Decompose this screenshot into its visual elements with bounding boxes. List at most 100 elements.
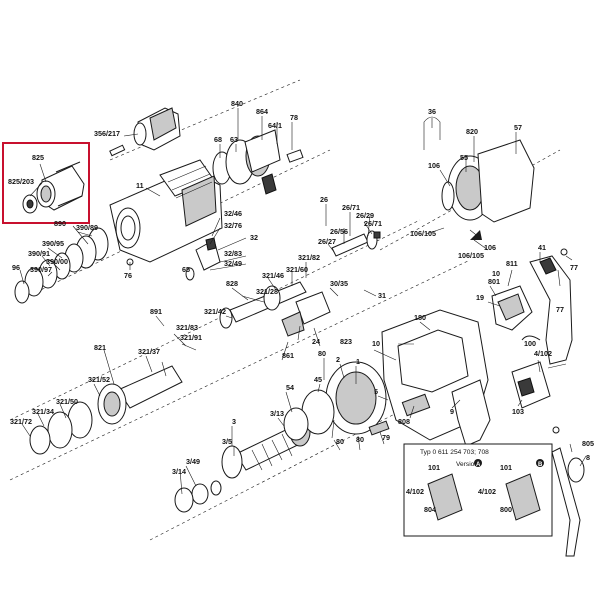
label-821: 821	[94, 343, 106, 352]
gear-assembly-840	[212, 129, 304, 195]
label-106-105-a: 106/105	[410, 229, 436, 238]
chuck-part-825	[22, 161, 85, 214]
label-77-a: 77	[570, 263, 578, 272]
label-26-71: 26/71	[342, 203, 360, 212]
label-825: 825	[32, 153, 44, 162]
label-65: 65	[182, 265, 190, 274]
label-321-82: 321/82	[298, 253, 320, 262]
label-321-34: 321/34	[32, 407, 54, 416]
label-26-56: 26/56	[330, 227, 348, 236]
label-45: 45	[314, 375, 322, 384]
cable-805	[551, 447, 585, 557]
motor-housing-1	[381, 309, 491, 447]
label-11: 11	[136, 181, 144, 190]
label-800: 800	[500, 505, 512, 514]
label-106-b: 106	[484, 243, 496, 252]
ring-stack-890	[14, 227, 109, 304]
label-8: 8	[586, 453, 590, 462]
label-820: 820	[466, 127, 478, 136]
label-41: 41	[538, 243, 546, 252]
label-3-5: 3/5	[222, 437, 232, 446]
lever-group-32	[185, 237, 221, 281]
part-number-labels: 840 864 64/1 78 68 63 356/217 825 825/20…	[8, 99, 594, 514]
label-321-72: 321/72	[10, 417, 32, 426]
leader-lines	[19, 108, 587, 495]
version-caption: Version	[456, 461, 478, 468]
label-36: 36	[428, 107, 436, 116]
sds-chuck-top	[109, 107, 181, 157]
version-b-badge	[536, 459, 544, 467]
label-24: 24	[312, 337, 320, 346]
highlight-box	[2, 142, 90, 224]
label-180: 180	[414, 313, 426, 322]
label-321-91: 321/91	[180, 333, 202, 342]
label-101-b: 101	[500, 463, 512, 472]
label-4-102-b: 4/102	[406, 487, 424, 496]
label-805: 805	[582, 439, 594, 448]
label-825-203: 825/203	[8, 177, 34, 186]
version-b-letter: B	[538, 462, 543, 468]
label-321-60: 321/60	[286, 265, 308, 274]
label-321-83: 321/83	[176, 323, 198, 332]
motor-end-820	[441, 139, 535, 223]
label-861: 861	[282, 351, 294, 360]
gear-housing-11	[109, 159, 223, 263]
label-26: 26	[320, 195, 328, 204]
label-64-1: 64/1	[268, 121, 282, 130]
label-79: 79	[382, 433, 390, 442]
label-390-97: 390/97	[30, 265, 52, 274]
label-78: 78	[290, 113, 298, 122]
label-828: 828	[226, 279, 238, 288]
label-4-102-c: 4/102	[478, 487, 496, 496]
label-4-102: 4/102	[534, 349, 552, 358]
shaft-828	[219, 281, 307, 329]
label-106-105-b: 106/105	[458, 251, 484, 260]
label-390-91: 390/91	[28, 249, 50, 258]
switch-block-801	[491, 285, 533, 331]
label-801: 801	[488, 277, 500, 286]
label-100: 100	[524, 339, 536, 348]
label-80-c: 80	[356, 435, 364, 444]
stator-5	[325, 361, 387, 435]
label-811: 811	[506, 259, 518, 268]
label-68: 68	[214, 135, 222, 144]
label-2: 2	[336, 355, 340, 364]
type-caption: Typ 0 611 254 703; 708	[420, 449, 489, 456]
label-5: 5	[374, 387, 378, 396]
label-76: 76	[124, 271, 132, 280]
label-808: 808	[398, 417, 410, 426]
arrow-pointer	[470, 230, 482, 240]
label-96: 96	[12, 263, 20, 272]
label-3: 3	[232, 417, 236, 426]
label-103: 103	[512, 407, 524, 416]
label-26-71-b: 26/71	[364, 219, 382, 228]
small-parts	[126, 248, 568, 513]
label-10-a: 10	[372, 339, 380, 348]
version-a-letter: A	[476, 462, 481, 468]
handle-41	[529, 255, 573, 365]
fan-45	[283, 389, 335, 441]
label-32-76: 32/76	[224, 221, 242, 230]
label-321-37: 321/37	[138, 347, 160, 356]
label-891: 891	[150, 307, 162, 316]
label-31: 31	[378, 291, 386, 300]
label-3-13: 3/13	[270, 409, 284, 418]
label-890: 890	[54, 219, 66, 228]
label-106-a: 106	[428, 161, 440, 170]
label-321-28: 321/28	[256, 287, 278, 296]
label-3-14: 3/14	[172, 467, 186, 476]
label-3-49: 3/49	[186, 457, 200, 466]
label-1: 1	[356, 357, 360, 366]
pin-set-26	[331, 230, 381, 257]
label-9: 9	[450, 407, 454, 416]
label-80-b: 80	[336, 437, 344, 446]
label-864: 864	[256, 107, 268, 116]
version-inset	[403, 443, 553, 537]
label-63: 63	[230, 135, 238, 144]
crank-823	[281, 291, 331, 337]
label-804: 804	[424, 505, 436, 514]
label-30-35: 30/35	[330, 279, 348, 288]
label-55: 55	[460, 153, 468, 162]
label-823: 823	[340, 337, 352, 346]
